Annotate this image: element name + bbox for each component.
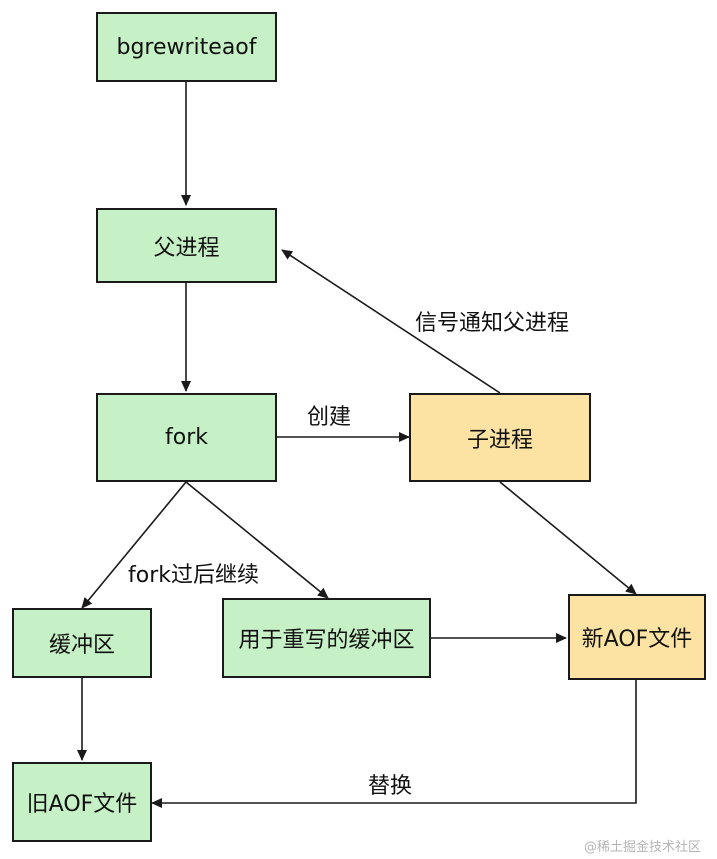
old-aof-file-node: 旧AOF文件: [12, 762, 152, 842]
label-create: 创建: [307, 405, 352, 430]
edge-new-aof-to-old-aof: [151, 680, 637, 808]
fork-node: fork: [96, 393, 277, 482]
edge-fork-to-buffer: [81, 481, 187, 609]
edge-child-to-parent: [281, 249, 501, 394]
child-process-node: 子进程: [409, 393, 591, 482]
label-continue-after-fork: fork过后继续: [128, 563, 259, 588]
new-aof-file-node: 新AOF文件: [568, 594, 706, 680]
label-replace: 替换: [368, 774, 413, 799]
watermark: @稀土掘金技术社区: [584, 840, 702, 855]
label-notify-parent: 信号通知父进程: [415, 311, 570, 336]
edge-fork-to-rewrite-buffer: [185, 481, 329, 599]
edge-child-to-new-aof: [499, 481, 637, 595]
bgrewriteaof-node: bgrewriteaof: [96, 12, 277, 82]
parent-process-node: 父进程: [96, 208, 277, 283]
rewrite-buffer-node: 用于重写的缓冲区: [222, 598, 431, 678]
buffer-node: 缓冲区: [12, 608, 152, 678]
